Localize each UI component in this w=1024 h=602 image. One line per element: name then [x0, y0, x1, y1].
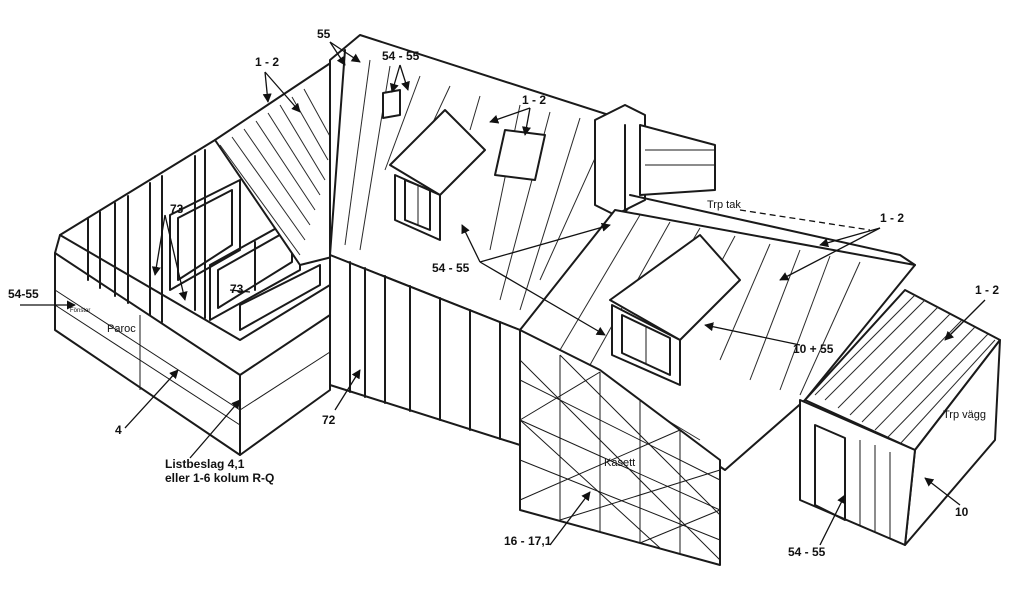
window-frames — [169, 179, 321, 331]
label-kasett: Kasett — [604, 457, 635, 469]
shed — [799, 289, 1001, 546]
label-1-2-main-roof: 1 - 2 — [522, 93, 546, 107]
label-trp-tak: Trp tak — [707, 199, 741, 211]
rear-building — [639, 124, 716, 196]
label-73-lower: 73 — [230, 282, 244, 296]
dormer-right — [609, 234, 741, 386]
left-roof — [214, 59, 341, 266]
label-fonster: Fönster — [70, 308, 90, 314]
kasett-wall — [519, 329, 721, 566]
shed-roof-hatching — [814, 294, 996, 445]
label-55: 55 — [317, 27, 331, 41]
label-54-55-center: 54 - 55 — [432, 261, 470, 275]
label-54-55-left: 54-55 — [8, 287, 39, 301]
label-72: 72 — [322, 413, 336, 427]
label-1-2-left-roof: 1 - 2 — [255, 55, 279, 69]
dormer-main — [389, 109, 486, 241]
label-1-2-shed: 1 - 2 — [975, 283, 999, 297]
label-trp-vagg: Trp vägg — [943, 409, 986, 421]
wall-studs — [87, 149, 206, 323]
label-listbeslag-line2: eller 1-6 kolum R-Q — [165, 471, 274, 485]
labels: 55 1 - 2 54 - 55 1 - 2 Trp tak 1 - 2 1 -… — [8, 27, 999, 559]
label-10: 10 — [955, 505, 969, 519]
label-paroc: Paroc — [107, 323, 136, 335]
main-roof-hatching — [344, 59, 611, 311]
label-10-plus-55: 10 + 55 — [793, 342, 834, 356]
label-54-55-top: 54 - 55 — [382, 49, 420, 63]
label-1-2-right-roof: 1 - 2 — [880, 211, 904, 225]
label-listbeslag-line1: Listbeslag 4,1 — [165, 457, 245, 471]
label-73-upper: 73 — [170, 202, 184, 216]
chimney — [594, 104, 646, 216]
shed-wall-lines — [859, 440, 891, 538]
front-gable-wall — [329, 254, 521, 446]
wall-panels — [349, 261, 501, 440]
label-54-55-shed: 54 - 55 — [788, 545, 826, 559]
label-16-17-1: 16 - 17,1 — [504, 534, 552, 548]
kasett-grid — [519, 354, 721, 561]
leader-lines — [20, 41, 986, 546]
label-4: 4 — [115, 423, 122, 437]
left-wall-section — [54, 129, 331, 456]
main-roof — [329, 34, 641, 331]
right-roof — [519, 194, 916, 471]
